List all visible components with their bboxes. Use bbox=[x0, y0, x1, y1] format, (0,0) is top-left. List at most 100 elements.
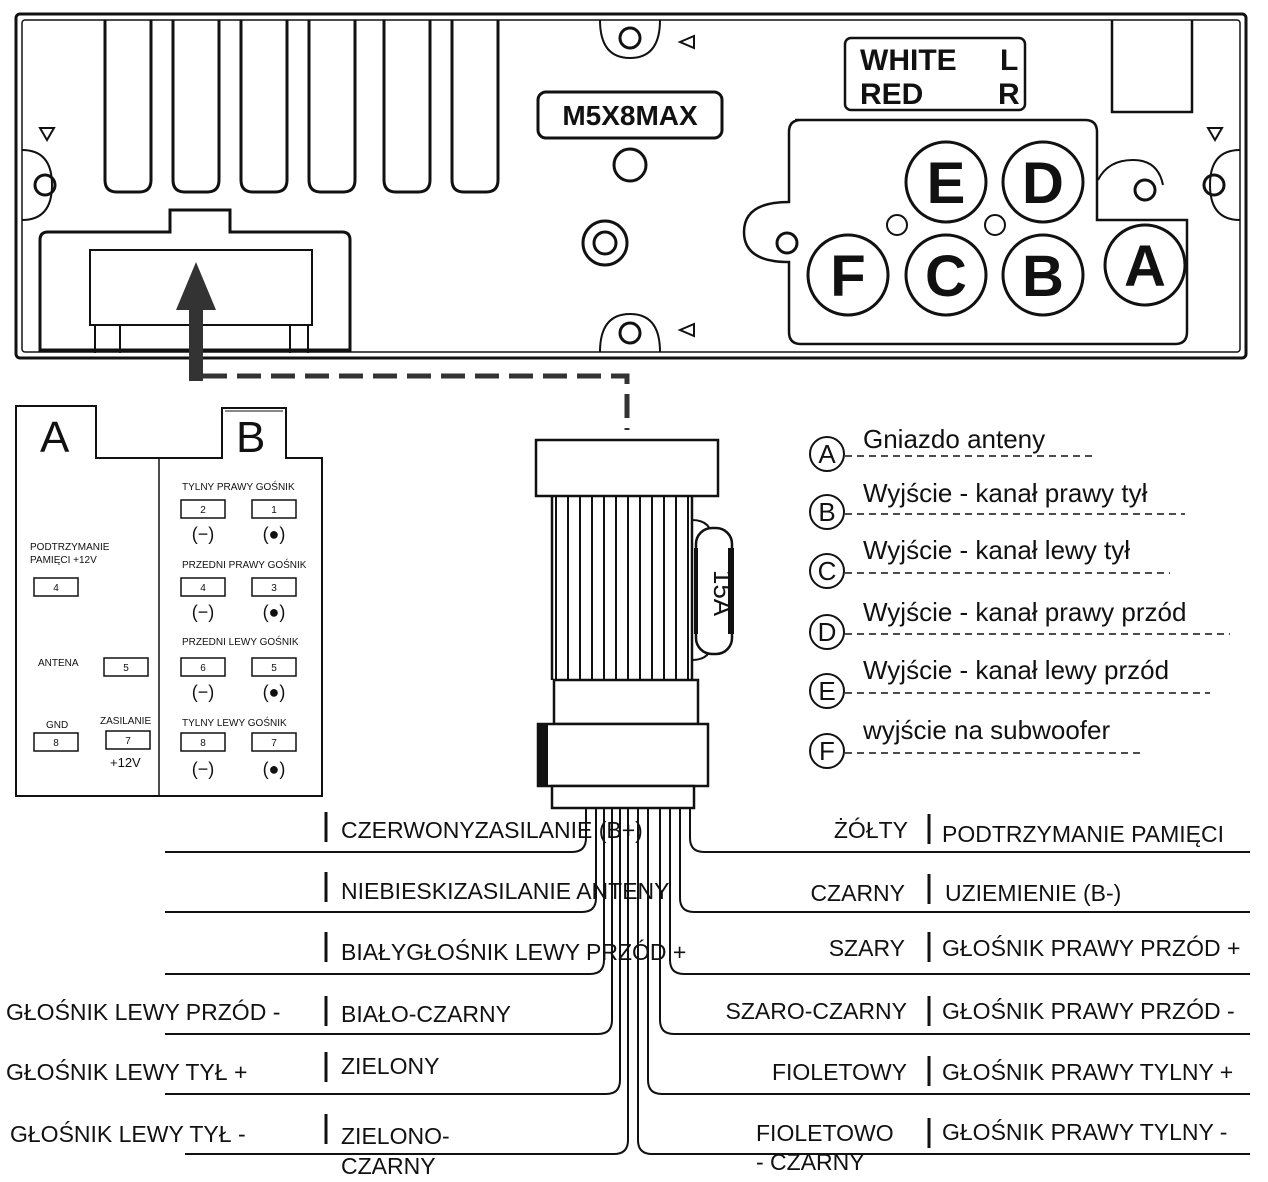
svg-text:PAMIĘCI +12V: PAMIĘCI +12V bbox=[30, 555, 97, 566]
fuse-label: 15A bbox=[708, 570, 738, 617]
svg-text:C: C bbox=[925, 244, 967, 309]
svg-text:ŻÓŁTY: ŻÓŁTY bbox=[834, 817, 908, 843]
wire-label-right-1: ŻÓŁTY PODTRZYMANIE PAMIĘCI bbox=[834, 817, 1224, 847]
wire-label-left-4: GŁOŚNIK LEWY PRZÓD - BIAŁO-CZARNY bbox=[6, 998, 511, 1027]
svg-text:7: 7 bbox=[125, 736, 131, 747]
svg-text:Wyjście - kanał lewy przód: Wyjście - kanał lewy przód bbox=[863, 655, 1169, 685]
svg-text:7: 7 bbox=[271, 738, 277, 749]
svg-text:D: D bbox=[1022, 151, 1064, 216]
svg-text:(−): (−) bbox=[192, 759, 215, 779]
svg-text:ZIELONY: ZIELONY bbox=[341, 1053, 439, 1079]
svg-text:PRZEDNI LEWY GOŚNIK: PRZEDNI LEWY GOŚNIK bbox=[182, 635, 299, 648]
svg-text:Wyjście - kanał prawy tył: Wyjście - kanał prawy tył bbox=[863, 478, 1148, 508]
connector-a-letter: A bbox=[40, 413, 70, 462]
svg-text:ZASILANIE: ZASILANIE bbox=[100, 716, 151, 727]
svg-text:TYLNY LEWY GOŚNIK: TYLNY LEWY GOŚNIK bbox=[182, 716, 287, 729]
legend-item-c: C Wyjście - kanał lewy tył bbox=[809, 535, 1170, 589]
svg-text:PODTRZYMANIE: PODTRZYMANIE bbox=[30, 542, 110, 553]
svg-text:F: F bbox=[830, 244, 865, 309]
svg-text:L: L bbox=[1000, 44, 1018, 77]
svg-text:4: 4 bbox=[200, 583, 206, 594]
wire-label-left-1: CZERWONYZASILANIE (B+) bbox=[341, 817, 643, 843]
wire-label-right-2: CZARNY UZIEMIENIE (B-) bbox=[810, 880, 1121, 906]
svg-text:R: R bbox=[998, 78, 1020, 111]
svg-text:3: 3 bbox=[271, 583, 277, 594]
svg-text:GND: GND bbox=[46, 720, 68, 731]
svg-text:B: B bbox=[1022, 244, 1064, 309]
rca-sockets: E D F C B A bbox=[806, 140, 1187, 317]
svg-text:E: E bbox=[818, 676, 835, 706]
model-label: M5X8MAX bbox=[562, 100, 698, 131]
pin-group-front-left: PRZEDNI LEWY GOŚNIK 6 5 (−) (●) bbox=[180, 635, 299, 702]
svg-text:TYLNY PRAWY GOŚNIK: TYLNY PRAWY GOŚNIK bbox=[182, 480, 295, 493]
wire-label-left-2: NIEBIESKIZASILANIE ANTENY bbox=[341, 878, 670, 904]
svg-text:1: 1 bbox=[271, 505, 277, 516]
svg-text:(●): (●) bbox=[263, 682, 286, 702]
svg-text:PRZEDNI PRAWY GOŚNIK: PRZEDNI PRAWY GOŚNIK bbox=[182, 558, 307, 571]
svg-text:F: F bbox=[819, 736, 835, 766]
legend-item-a: A Gniazdo anteny bbox=[809, 424, 1095, 472]
svg-text:(●): (●) bbox=[263, 602, 286, 622]
svg-text:5: 5 bbox=[123, 663, 129, 674]
connector-b-letter: B bbox=[236, 413, 265, 462]
svg-text:CZARNY: CZARNY bbox=[341, 1153, 436, 1179]
svg-text:GŁOŚNIK LEWY PRZÓD -: GŁOŚNIK LEWY PRZÓD - bbox=[6, 998, 280, 1025]
svg-text:Wyjście - kanał prawy przód: Wyjście - kanał prawy przód bbox=[863, 597, 1186, 627]
svg-text:PODTRZYMANIE PAMIĘCI: PODTRZYMANIE PAMIĘCI bbox=[942, 821, 1224, 847]
svg-text:BIAŁYGŁOŚNIK LEWY PRZÓD +: BIAŁYGŁOŚNIK LEWY PRZÓD + bbox=[341, 938, 686, 965]
svg-text:E: E bbox=[927, 151, 966, 216]
legend-item-f: F wyjście na subwoofer bbox=[809, 715, 1145, 769]
heatsink-fins bbox=[103, 20, 500, 194]
svg-text:GŁOŚNIK LEWY TYŁ -: GŁOŚNIK LEWY TYŁ - bbox=[10, 1120, 246, 1147]
rca-socket-b: B bbox=[1001, 233, 1085, 317]
svg-text:A: A bbox=[818, 439, 836, 469]
svg-text:(−): (−) bbox=[192, 682, 215, 702]
svg-text:NIEBIESKIZASILANIE ANTENY: NIEBIESKIZASILANIE ANTENY bbox=[341, 878, 670, 904]
svg-text:Gniazdo anteny: Gniazdo anteny bbox=[863, 424, 1045, 454]
legend-item-b: B Wyjście - kanał prawy tył bbox=[809, 478, 1185, 530]
svg-text:WHITE: WHITE bbox=[860, 44, 957, 77]
svg-text:8: 8 bbox=[53, 738, 59, 749]
svg-text:D: D bbox=[818, 617, 837, 647]
wire-harness bbox=[165, 438, 1250, 1155]
svg-text:ZIELONO-: ZIELONO- bbox=[341, 1123, 450, 1149]
wire-label-left-5: GŁOŚNIK LEWY TYŁ + ZIELONY bbox=[6, 1053, 439, 1085]
rca-socket-a: A bbox=[1103, 223, 1187, 307]
svg-text:A: A bbox=[1124, 234, 1166, 299]
rca-socket-f: F bbox=[806, 233, 890, 317]
svg-text:(●): (●) bbox=[263, 759, 286, 779]
rca-socket-d: D bbox=[1001, 140, 1085, 224]
svg-text:CZERWONYZASILANIE (B+): CZERWONYZASILANIE (B+) bbox=[341, 817, 643, 843]
connection-arrow bbox=[176, 262, 630, 430]
wire-label-left-3: BIAŁYGŁOŚNIK LEWY PRZÓD + bbox=[341, 938, 686, 965]
legend-item-e: E Wyjście - kanał lewy przód bbox=[809, 655, 1210, 709]
svg-text:GŁOŚNIK PRAWY PRZÓD -: GŁOŚNIK PRAWY PRZÓD - bbox=[942, 997, 1235, 1024]
svg-text:FIOLETOWO: FIOLETOWO bbox=[756, 1120, 894, 1146]
svg-text:5: 5 bbox=[271, 663, 277, 674]
svg-text:CZARNY: CZARNY bbox=[810, 880, 905, 906]
wire-label-left-6: GŁOŚNIK LEWY TYŁ - ZIELONO- CZARNY bbox=[10, 1120, 450, 1179]
svg-text:SZARY: SZARY bbox=[829, 935, 905, 961]
pin-group-rear-right: TYLNY PRAWY GOŚNIK 2 1 (−) (●) bbox=[180, 480, 297, 544]
rca-legend: A Gniazdo anteny B Wyjście - kanał prawy… bbox=[809, 424, 1230, 769]
svg-text:RED: RED bbox=[860, 78, 923, 111]
svg-text:6: 6 bbox=[200, 663, 206, 674]
model-badge: M5X8MAX bbox=[536, 90, 724, 140]
svg-text:SZARO-CZARNY: SZARO-CZARNY bbox=[726, 998, 907, 1024]
wire-label-right-3: SZARY GŁOŚNIK PRAWY PRZÓD + bbox=[829, 934, 1241, 961]
svg-text:BIAŁO-CZARNY: BIAŁO-CZARNY bbox=[341, 1001, 511, 1027]
connector-b-pins: TYLNY PRAWY GOŚNIK 2 1 (−) (●) PRZEDNI P… bbox=[180, 480, 307, 779]
wire-label-right-4: SZARO-CZARNY GŁOŚNIK PRAWY PRZÓD - bbox=[726, 997, 1235, 1024]
rca-socket-c: C bbox=[904, 233, 988, 317]
head-unit-rear bbox=[14, 12, 1248, 360]
svg-text:(−): (−) bbox=[192, 602, 215, 622]
mount-arrows bbox=[38, 34, 1224, 338]
svg-text:C: C bbox=[818, 556, 837, 586]
svg-text:- CZARNY: - CZARNY bbox=[756, 1149, 865, 1175]
iso-socket bbox=[38, 208, 352, 352]
wire-labels-left: CZERWONYZASILANIE (B+) NIEBIESKIZASILANI… bbox=[6, 812, 686, 1179]
svg-text:+12V: +12V bbox=[110, 755, 141, 770]
svg-text:UZIEMIENIE (B-): UZIEMIENIE (B-) bbox=[945, 880, 1121, 906]
svg-text:ANTENA: ANTENA bbox=[38, 658, 79, 669]
